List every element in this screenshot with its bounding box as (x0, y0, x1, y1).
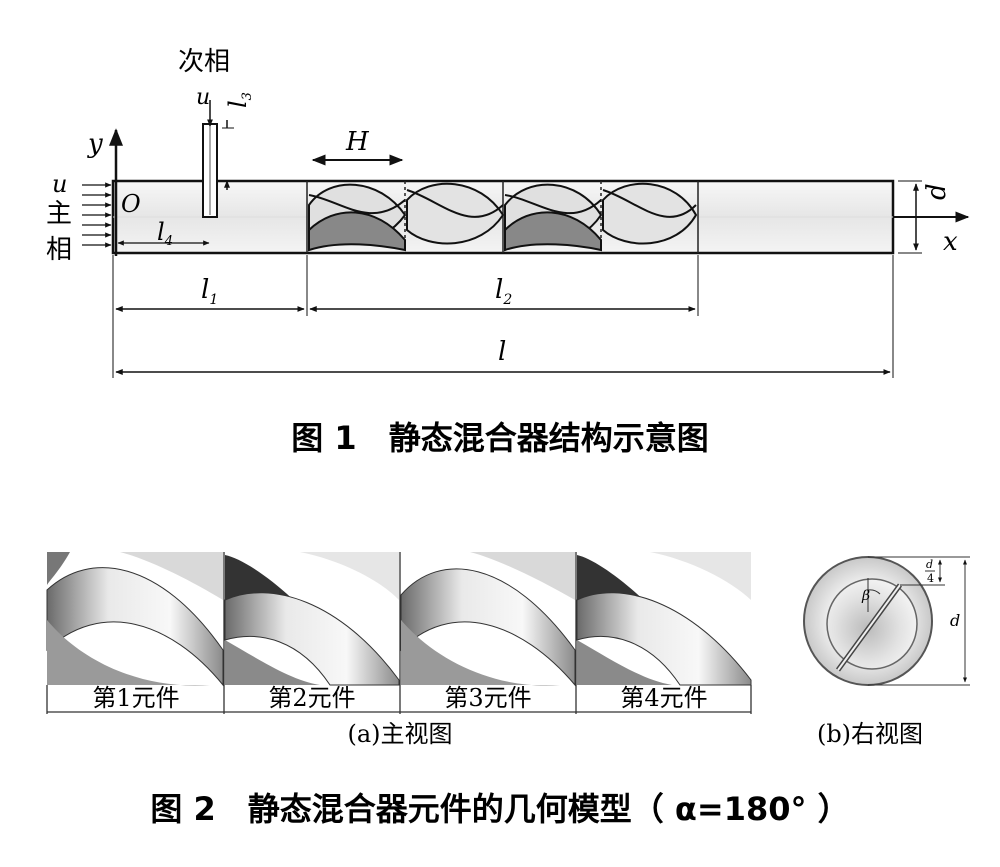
frac-denominator: 4 (927, 572, 934, 585)
d-right-view-label: d (950, 611, 960, 630)
l1-label: l1 (201, 275, 218, 308)
element-3-render (400, 552, 576, 687)
d-label: d (922, 183, 952, 200)
x-axis-label: x (943, 227, 958, 257)
secondary-phase-label: 次相 (178, 47, 230, 77)
main-view-elements: 第1元件 第2元件 第3元件 第4元件 (a)主视图 (46, 552, 752, 748)
H-label: H (345, 127, 370, 157)
main-view-label: (a)主视图 (347, 720, 452, 748)
figure2-model: 第1元件 第2元件 第3元件 第4元件 (a)主视图 β d 4 d (b)右 (46, 552, 970, 828)
origin-label: O (121, 190, 141, 218)
element-4-label: 第4元件 (620, 684, 707, 712)
figure2-caption: 图 2 静态混合器元件的几何模型（ α=180° ） (150, 790, 849, 828)
main-inlet-arrows (82, 182, 112, 248)
figure1-schematic: 次相 u l3 y u 主 相 O l4 H d x l1 l2 l 图 1 静… (46, 47, 970, 457)
element-1-label: 第1元件 (92, 684, 179, 712)
element-1-render (46, 552, 224, 687)
element-3-label: 第3元件 (444, 684, 531, 712)
y-axis-label: y (87, 129, 103, 159)
beta-label: β (861, 588, 870, 604)
figure1-caption: 图 1 静态混合器结构示意图 (291, 419, 708, 457)
main-phase-char-1: 主 (46, 199, 72, 229)
helical-blades (308, 182, 698, 252)
right-view: β d 4 d (b)右视图 (803, 556, 970, 748)
main-phase-char-2: 相 (46, 235, 72, 265)
u-secondary-label: u (196, 85, 210, 110)
element-4-render (576, 552, 752, 686)
l4-label: l4 (157, 218, 173, 249)
element-2-label: 第2元件 (268, 684, 355, 712)
l3-label: l3 (224, 92, 255, 108)
element-2-render (224, 552, 400, 686)
right-view-label: (b)右视图 (817, 720, 923, 748)
l-total-label: l (498, 337, 506, 367)
frac-numerator: d (926, 558, 933, 571)
l2-label: l2 (495, 275, 512, 308)
u-inlet-label: u (52, 170, 67, 198)
